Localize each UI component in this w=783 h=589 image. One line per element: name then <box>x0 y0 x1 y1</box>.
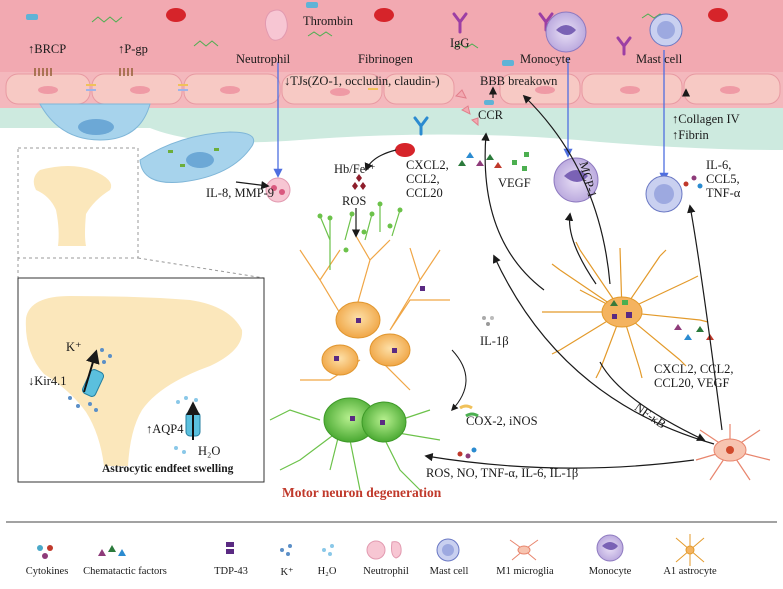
a1-astrocyte <box>542 241 709 379</box>
endothelial-nuclei <box>38 86 740 96</box>
legend-k: K⁺ <box>280 567 294 578</box>
k-ions <box>68 348 112 412</box>
legend-neutrophil-icon <box>366 540 402 560</box>
legend-monocyte-icon <box>596 534 624 562</box>
label-il6: IL-6, <box>706 158 732 172</box>
label-h2o: H₂O <box>198 444 221 458</box>
legend-h2o-icon <box>322 544 334 556</box>
legend-chemotactic-icon <box>98 545 126 556</box>
endfoot-zoom-frame <box>17 147 139 259</box>
label-brcp: ↑BRCP <box>28 42 67 56</box>
legend-cytokines-icon <box>37 545 53 559</box>
mastcell-brain-core <box>654 184 674 204</box>
label-pgp: ↑P-gp <box>118 42 148 56</box>
label-cox: COX-2, iNOS <box>466 414 538 428</box>
motor-neurons <box>269 201 450 491</box>
igg-antibodies <box>413 12 632 136</box>
tight-junctions <box>86 84 378 91</box>
label-igg: IgG <box>450 36 470 50</box>
label-vegf: VEGF <box>498 176 531 190</box>
diagram-caption: Motor neuron degeneration <box>282 485 442 500</box>
pgp-transporter <box>119 68 133 76</box>
label-ccl20: CCL20 <box>406 186 443 200</box>
label-bbb: BBB breakown <box>480 74 558 88</box>
neutrophil-vessel <box>264 9 288 41</box>
endothelial-cells <box>5 73 781 105</box>
red-blood-cells <box>166 8 728 157</box>
label-mast-cell: Mast cell <box>636 52 683 66</box>
legend-cytokines: Cytokines <box>25 566 69 577</box>
thrombin-icons <box>26 2 514 105</box>
label-thrombin: Thrombin <box>303 14 353 28</box>
pericyte-nucleus <box>78 119 114 135</box>
label-tjs: ↓TJs(ZO-1, occludin, claudin-) <box>284 74 440 88</box>
basement-membrane <box>0 108 783 150</box>
legend-m1: M1 microglia <box>496 566 554 577</box>
label-ccl2: CCL2, <box>406 172 440 186</box>
legend-icons <box>37 534 705 566</box>
legend-neutrophil: Neutrophil <box>363 566 409 577</box>
monocyte-brain-nucleus <box>564 170 588 182</box>
label-kir41: ↓Kir4.1 <box>28 374 67 388</box>
label-il8: IL-8, MMP-9 <box>206 186 275 200</box>
neuron-beads <box>317 201 403 253</box>
mastcell-core <box>657 21 675 39</box>
label-neutrophil: Neutrophil <box>236 52 291 66</box>
migration-arrows <box>273 50 669 182</box>
vegf-markers <box>512 152 529 171</box>
label-il1b: IL-1β <box>480 334 509 348</box>
h2o-molecules <box>174 396 198 454</box>
label-cxcl2: CXCL2, <box>406 158 449 172</box>
legend-a1: A1 astrocyte <box>663 566 717 577</box>
legend-tdp43-icon <box>226 542 234 554</box>
label-endfeet: Astrocytic endfeet swelling <box>102 463 234 475</box>
endfoot-large <box>25 296 243 466</box>
legend-k-icon <box>280 544 292 556</box>
label-a1-factors-1: CXCL2, CCL2, <box>654 362 734 376</box>
legend-m1-icon <box>509 539 539 561</box>
brcp-transporter <box>34 68 52 76</box>
label-tnfa: TNF-α <box>706 186 741 200</box>
legend-h2o: H₂O <box>317 566 337 577</box>
label-k: K⁺ <box>66 340 82 354</box>
label-hb: Hb/Fe²⁺ <box>334 162 376 176</box>
bbb-gap-debris <box>454 89 479 127</box>
tdp43-aggregates <box>334 286 425 425</box>
label-fibrinogen: Fibrinogen <box>358 52 413 66</box>
cytokine-markers <box>457 175 703 459</box>
chemotactic-markers <box>458 152 714 340</box>
label-monocyte: Monocyte <box>520 52 571 66</box>
pathway-arrows <box>235 86 723 469</box>
a1-astrocyte-factors <box>610 300 632 319</box>
label-collagen: ↑Collagen IV <box>672 112 740 126</box>
label-a1-factors-2: CCL20, VEGF <box>654 376 730 390</box>
monocyte-nucleus <box>556 25 576 35</box>
neuron-orange-2 <box>369 333 411 367</box>
legend-mastcell-icon <box>436 538 460 562</box>
label-fibrin: ↑Fibrin <box>672 128 709 142</box>
legend-chemotactic: Chematactic factors <box>83 566 167 577</box>
endfoot-small <box>33 166 112 246</box>
fibrin-strands <box>91 13 667 49</box>
ros-markers <box>352 174 366 190</box>
label-aqp4: ↑AQP4 <box>146 422 184 436</box>
label-ros-list: ROS, NO, TNF-α, IL-6, IL-1β <box>426 466 579 480</box>
label-ccl5: CCL5, <box>706 172 740 186</box>
m1-microglia <box>695 424 771 481</box>
neuron-orange-3 <box>321 344 359 376</box>
legend-tdp43: TDP-43 <box>214 566 248 577</box>
label-ccr: CCR <box>478 108 504 122</box>
neutrophil-brain <box>265 177 291 203</box>
legend-monocyte: Monocyte <box>588 566 632 577</box>
label-ros: ROS <box>342 194 367 208</box>
legend-mastcell: Mast cell <box>429 566 469 577</box>
legend-a1-icon <box>675 534 705 566</box>
